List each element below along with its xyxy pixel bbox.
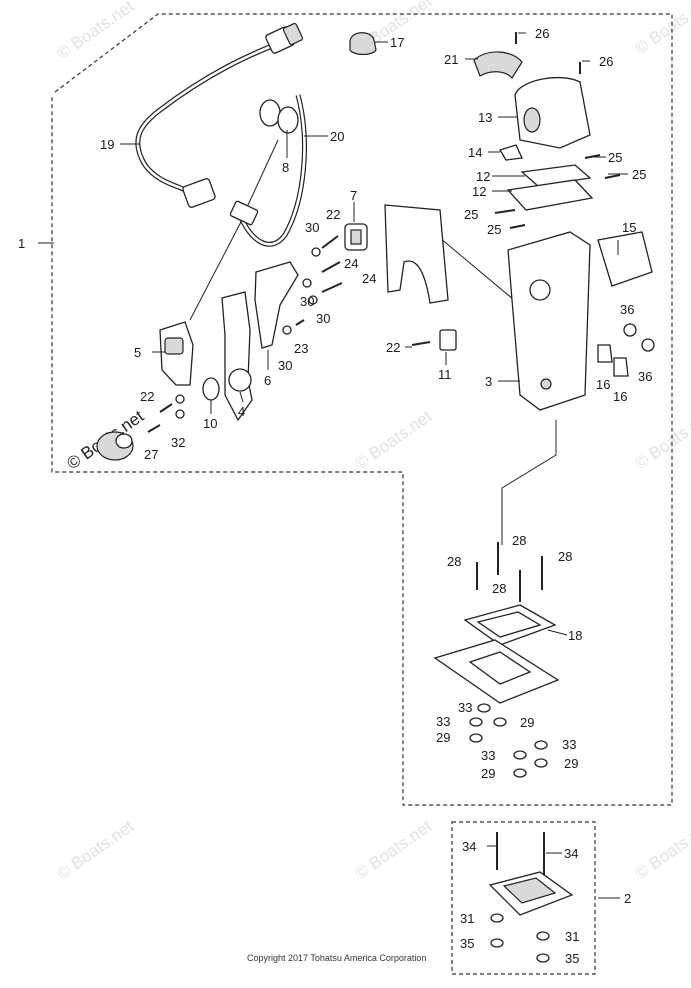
watermark: © Boats.net	[351, 406, 435, 473]
grommet-17	[349, 32, 377, 56]
callout-29d: 29	[481, 766, 495, 781]
callout-30c: 30	[316, 311, 330, 326]
callout-13: 13	[478, 110, 492, 125]
housing-parts	[411, 32, 655, 411]
callout-36b: 36	[638, 369, 652, 384]
callout-10: 10	[203, 416, 217, 431]
callout-28a: 28	[512, 533, 526, 548]
callout-20: 20	[330, 129, 344, 144]
kit-2-parts	[488, 832, 574, 963]
callout-16b: 16	[613, 389, 627, 404]
watermark: © Boats.net	[631, 816, 691, 883]
gasket	[384, 204, 449, 304]
callout-14: 14	[468, 145, 482, 160]
callout-18: 18	[568, 628, 582, 643]
watermark-layer: © Boats.net © Boats.net © Boats.net © Bo…	[53, 0, 691, 883]
callout-25c: 25	[464, 207, 478, 222]
callout-17: 17	[390, 35, 404, 50]
callout-30d: 30	[278, 358, 292, 373]
callout-4: 4	[238, 404, 245, 419]
callout-8: 8	[282, 160, 289, 175]
callout-27: 27	[144, 447, 158, 462]
callout-12b: 12	[472, 184, 486, 199]
callout-labels: 1 2 3 4 5 6 7 8 10 11 12 12 13 14 15 16 …	[18, 26, 652, 966]
callout-25d: 25	[487, 222, 501, 237]
callout-22c: 22	[386, 340, 400, 355]
callout-22b: 22	[140, 389, 154, 404]
callout-19: 19	[100, 137, 114, 152]
assembly-outline	[51, 13, 673, 975]
callout-31b: 31	[565, 929, 579, 944]
callout-16a: 16	[596, 377, 610, 392]
callout-29b: 29	[436, 730, 450, 745]
callout-30a: 30	[305, 220, 319, 235]
callout-12a: 12	[476, 169, 490, 184]
callout-11: 11	[438, 367, 452, 382]
callout-22a: 22	[326, 207, 340, 222]
callout-32: 32	[171, 435, 185, 450]
callout-25a: 25	[608, 150, 622, 165]
callout-35b: 35	[565, 951, 579, 966]
callout-33c: 33	[562, 737, 576, 752]
watermark: © Boats.net	[631, 406, 691, 473]
callout-26a: 26	[535, 26, 549, 41]
watermark: © Boats.net	[53, 0, 137, 63]
callout-28b: 28	[447, 554, 461, 569]
small-hardware	[282, 223, 368, 335]
callout-34b: 34	[564, 846, 578, 861]
callout-33a: 33	[458, 700, 472, 715]
watermark: © Boats.net	[53, 816, 137, 883]
callout-24b: 24	[362, 271, 376, 286]
mounting-plates	[433, 542, 560, 704]
callout-33b: 33	[436, 714, 450, 729]
leader-lines	[120, 32, 628, 899]
callout-15: 15	[622, 220, 636, 235]
callout-34a: 34	[462, 839, 476, 854]
callout-28c: 28	[558, 549, 572, 564]
callout-26b: 26	[599, 54, 613, 69]
callout-24a: 24	[344, 256, 358, 271]
callout-7: 7	[350, 188, 357, 203]
callout-25b: 25	[632, 167, 646, 182]
callout-2: 2	[624, 891, 631, 906]
callout-3: 3	[485, 374, 492, 389]
callout-29a: 29	[520, 715, 534, 730]
callout-36a: 36	[620, 302, 634, 317]
bracket-lines	[38, 139, 620, 899]
callout-31a: 31	[460, 911, 474, 926]
nuts-washers	[469, 703, 548, 778]
callout-21: 21	[444, 52, 458, 67]
copyright-notice: Copyright 2017 Tohatsu America Corporati…	[247, 953, 426, 963]
lever-parts	[96, 261, 299, 461]
callout-35a: 35	[460, 936, 474, 951]
watermark: © Boats.net	[631, 0, 691, 58]
callout-33d: 33	[481, 748, 495, 763]
callout-30b: 30	[300, 294, 314, 309]
callout-23: 23	[294, 341, 308, 356]
watermark: © Boats.net	[351, 816, 435, 883]
callout-5: 5	[134, 345, 141, 360]
callout-28d: 28	[492, 581, 506, 596]
callout-29c: 29	[564, 756, 578, 771]
callout-1: 1	[18, 236, 25, 251]
callout-6: 6	[264, 373, 271, 388]
wiring-harness	[135, 22, 307, 247]
